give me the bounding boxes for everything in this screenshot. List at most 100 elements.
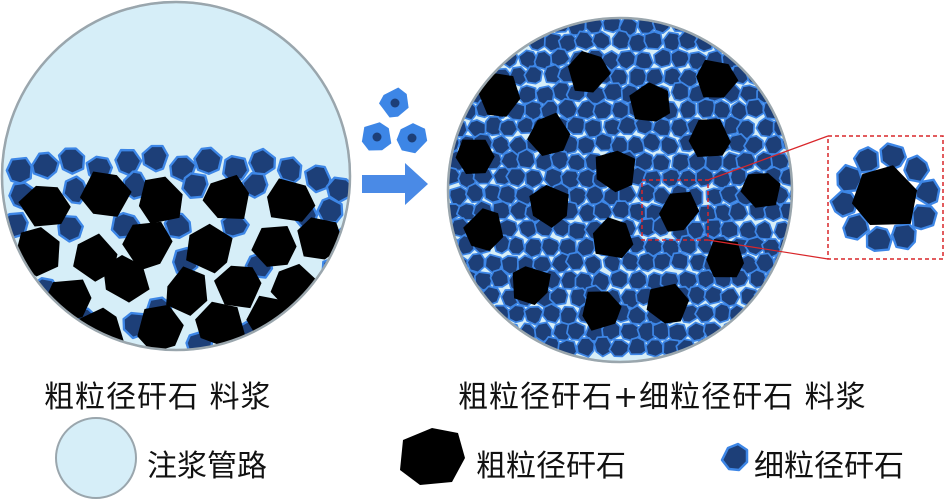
zoom-target-box xyxy=(827,135,944,260)
fine-particle xyxy=(772,285,792,306)
fine-particle xyxy=(448,18,468,37)
fine-particle xyxy=(448,49,467,70)
fine-particle xyxy=(662,31,683,52)
fine-particle xyxy=(842,212,870,241)
fine-particle xyxy=(754,320,776,342)
fine-particle xyxy=(787,18,792,33)
fine-particle xyxy=(745,31,767,53)
coarse-particle xyxy=(202,174,249,219)
fine-particle xyxy=(745,98,765,119)
fine-particle xyxy=(448,65,460,86)
fine-particle xyxy=(763,200,784,223)
fine-particle xyxy=(761,303,783,324)
fine-particle xyxy=(661,168,682,188)
fine-particle xyxy=(448,185,468,207)
fine-particle xyxy=(507,304,528,324)
fine-particle xyxy=(304,164,332,194)
fine-particle xyxy=(532,255,553,274)
fine-particle-core xyxy=(372,132,382,142)
left-pipe-border xyxy=(0,0,352,352)
fine-particle xyxy=(30,151,60,180)
fine-particle xyxy=(5,156,33,185)
fine-particle xyxy=(57,147,86,175)
coarse-particle xyxy=(529,185,569,228)
fine-particle xyxy=(540,236,562,257)
fine-particle xyxy=(489,304,511,326)
fine-particle xyxy=(643,30,664,50)
fine-particle xyxy=(890,222,917,251)
fine-particle xyxy=(583,254,603,276)
fine-particle xyxy=(488,32,509,53)
fine-particle xyxy=(763,33,784,55)
fine-particle xyxy=(786,285,792,305)
fine-particle xyxy=(454,33,475,54)
fine-legend-shape xyxy=(720,442,749,472)
coarse-particle xyxy=(138,176,183,224)
fine-particle xyxy=(316,196,344,224)
fine-particle xyxy=(782,304,792,326)
fine-particle xyxy=(248,147,277,176)
fine-particle xyxy=(602,82,624,102)
fine-particle xyxy=(735,151,757,172)
fine-particle xyxy=(627,32,648,53)
fine-particle xyxy=(903,154,931,184)
fine-particle xyxy=(448,166,462,186)
fine-particle xyxy=(677,68,699,88)
fine-particle xyxy=(193,146,223,175)
fine-particle xyxy=(652,252,673,272)
fine-particle xyxy=(627,269,648,291)
legend xyxy=(55,417,749,499)
fine-particle xyxy=(669,251,689,271)
fine-particle-core xyxy=(407,133,417,143)
fine-particle xyxy=(761,64,780,86)
coarse-particle xyxy=(592,217,634,259)
left-panel-caption: 粗粒径矸石 料浆 xyxy=(44,380,272,415)
fine-particle xyxy=(584,184,606,206)
fine-particle xyxy=(718,184,741,205)
fine-particle xyxy=(465,18,484,34)
zoom-line-top xyxy=(707,135,829,181)
fine-particle xyxy=(752,18,774,34)
coarse-particle xyxy=(137,304,184,350)
fine-particle xyxy=(548,286,569,306)
legend-coarse-label: 粗粒径矸石 xyxy=(476,449,626,484)
fine-particle xyxy=(471,33,493,53)
fine-particle xyxy=(789,49,792,69)
fine-particle xyxy=(473,339,494,360)
fine-particle xyxy=(466,252,486,274)
legend-pipe-label: 注浆管路 xyxy=(147,449,267,484)
fine-particle xyxy=(550,252,571,274)
fine-particle xyxy=(609,269,629,290)
fine-particle xyxy=(611,29,633,51)
coarse-particle xyxy=(18,185,71,227)
right-panel-caption: 粗粒径矸石+细粒径矸石 料浆 xyxy=(458,380,867,415)
fine-particle xyxy=(591,30,612,51)
fine-particle xyxy=(879,142,907,171)
fine-particle xyxy=(448,271,458,291)
fine-particle xyxy=(457,305,478,326)
fine-particle xyxy=(779,337,792,357)
coarse-particle xyxy=(740,173,781,208)
fine-particle xyxy=(754,48,776,68)
fine-particle xyxy=(911,204,938,231)
fine-particle xyxy=(222,154,250,182)
fine-particle xyxy=(772,48,792,69)
fine-particle xyxy=(448,100,463,122)
fine-particle xyxy=(505,167,528,188)
zoom-callout xyxy=(641,135,945,260)
fine-particle xyxy=(448,85,469,105)
fine-particle xyxy=(703,285,724,305)
fine-particle xyxy=(573,30,595,51)
fine-particle xyxy=(181,172,209,199)
coarse-legend-shape xyxy=(400,428,465,485)
fine-particle xyxy=(678,98,697,120)
fine-particle xyxy=(739,50,759,70)
fine-particle xyxy=(276,156,303,184)
zoom-line-bottom xyxy=(707,239,829,260)
fine-particle xyxy=(769,81,790,103)
zoom-particles xyxy=(828,136,945,259)
fine-particle xyxy=(517,219,540,240)
fine-particle xyxy=(787,322,792,343)
fine-particle xyxy=(753,287,775,308)
